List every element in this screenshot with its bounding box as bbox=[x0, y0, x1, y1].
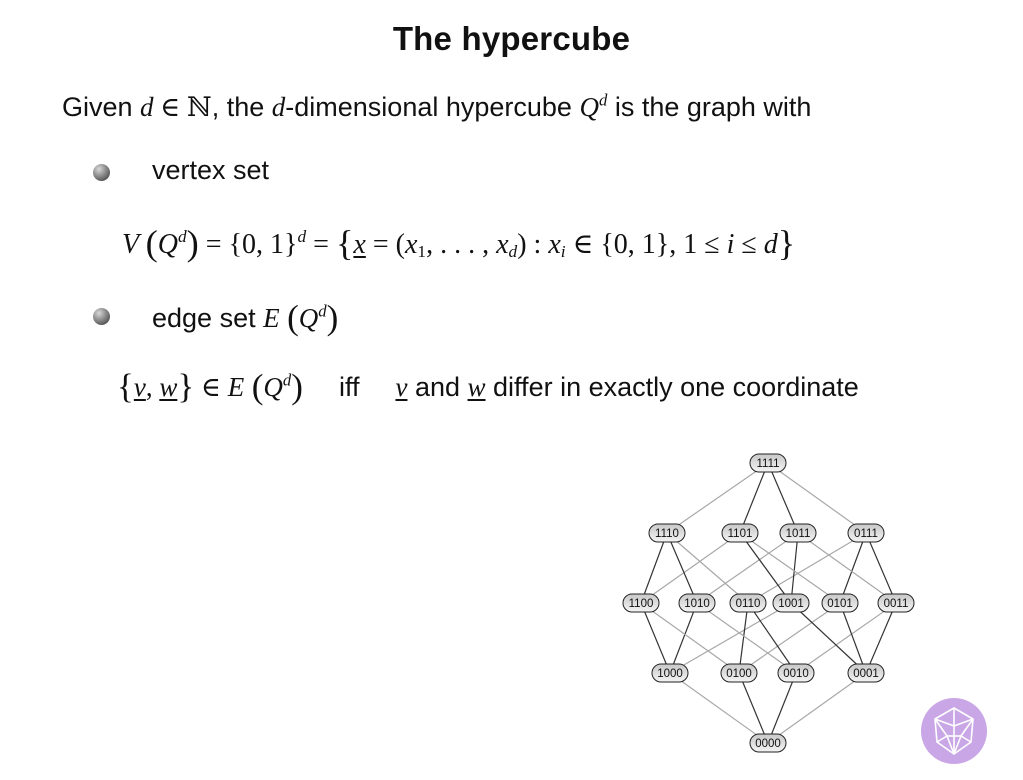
graph-edge bbox=[839, 602, 867, 674]
graph-vertex: 1101 bbox=[721, 523, 759, 543]
vertex-label: 0011 bbox=[884, 598, 909, 610]
graph-vertex: 1010 bbox=[678, 593, 716, 613]
graph-edge bbox=[767, 672, 797, 744]
vertex-label: 1001 bbox=[778, 598, 804, 610]
graph-edge bbox=[669, 602, 792, 674]
graph-edge bbox=[865, 602, 897, 674]
graph-edge bbox=[839, 532, 867, 604]
graph-vertex: 0000 bbox=[749, 733, 787, 753]
graph-edges bbox=[640, 462, 897, 744]
vertex-label: 0010 bbox=[783, 668, 809, 680]
graph-edge bbox=[640, 532, 668, 604]
graph-vertex: 1001 bbox=[772, 593, 810, 613]
polytope-logo-icon bbox=[921, 698, 987, 764]
graph-vertex: 1000 bbox=[651, 663, 689, 683]
graph-vertex: 0100 bbox=[720, 663, 758, 683]
graph-vertex: 0010 bbox=[777, 663, 815, 683]
graph-edge bbox=[669, 602, 698, 674]
graph-vertex: 1100 bbox=[622, 593, 660, 613]
bullet-edge-set: edge set E (Qd) bbox=[152, 298, 339, 337]
graph-vertex: 0011 bbox=[877, 593, 915, 613]
bullet-point-icon bbox=[93, 164, 110, 181]
vertex-label: 1000 bbox=[657, 668, 683, 680]
graph-vertex: 1110 bbox=[648, 523, 686, 543]
graph-nodes: 1000 1001 1010 1011 1100 1101 1110 1111 0111 0110… bbox=[622, 453, 915, 753]
vertex-label: 1010 bbox=[684, 598, 710, 610]
vertex-label: 0110 bbox=[736, 598, 761, 610]
vertex-label: 1111 bbox=[756, 458, 779, 470]
graph-vertex: 0111 bbox=[847, 523, 885, 543]
vertex-label: 0000 bbox=[755, 738, 781, 750]
graph-edge bbox=[739, 532, 841, 604]
graph-edge bbox=[666, 462, 769, 534]
graph-edge bbox=[666, 532, 698, 604]
bullet-vertex-set: vertex set bbox=[152, 155, 270, 185]
vertex-label: 1011 bbox=[786, 528, 811, 540]
graph-edge bbox=[738, 672, 769, 744]
graph-edge bbox=[767, 672, 867, 744]
graph-edge bbox=[739, 462, 769, 534]
graph-edge bbox=[865, 532, 897, 604]
graph-edge bbox=[795, 602, 897, 674]
graph-edge bbox=[696, 532, 799, 604]
bullet-point-icon bbox=[93, 308, 110, 325]
graph-edge bbox=[767, 462, 867, 534]
intro-text: Given d ∈ ℕ, the d-dimensional hypercube… bbox=[62, 90, 812, 123]
graph-vertex: 1111 bbox=[749, 453, 787, 473]
graph-edge bbox=[767, 462, 799, 534]
vertex-label: 0100 bbox=[726, 668, 752, 680]
graph-edge bbox=[797, 532, 897, 604]
graph-edge bbox=[739, 532, 792, 604]
vertex-label: 0101 bbox=[827, 598, 853, 610]
graph-vertex: 1011 bbox=[779, 523, 817, 543]
graph-edge bbox=[747, 602, 797, 674]
graph-edge bbox=[696, 602, 797, 674]
graph-vertex: 0001 bbox=[847, 663, 885, 683]
graph-edge bbox=[790, 532, 799, 604]
slide-title: The hypercube bbox=[392, 20, 631, 57]
graph-edge bbox=[790, 602, 867, 674]
vertex-label: 0111 bbox=[854, 528, 878, 540]
graph-edge bbox=[747, 532, 867, 604]
graph-edge bbox=[738, 602, 841, 674]
graph-edge bbox=[669, 672, 769, 744]
vertex-set-equation: V (Qd) = {0, 1}d = {x = (x1, . . . , xd)… bbox=[122, 223, 796, 263]
graph-edge bbox=[640, 532, 741, 604]
graph-edge bbox=[640, 602, 740, 674]
graph-vertex: 0110 bbox=[729, 593, 767, 613]
vertex-label: 0001 bbox=[853, 668, 879, 680]
graph-edge bbox=[640, 602, 671, 674]
vertex-label: 1100 bbox=[629, 598, 654, 610]
graph-edge bbox=[738, 602, 749, 674]
vertex-label: 1101 bbox=[728, 528, 753, 540]
graph-edge bbox=[666, 532, 749, 604]
graph-vertex: 0101 bbox=[821, 593, 859, 613]
vertex-label: 1110 bbox=[655, 528, 679, 540]
